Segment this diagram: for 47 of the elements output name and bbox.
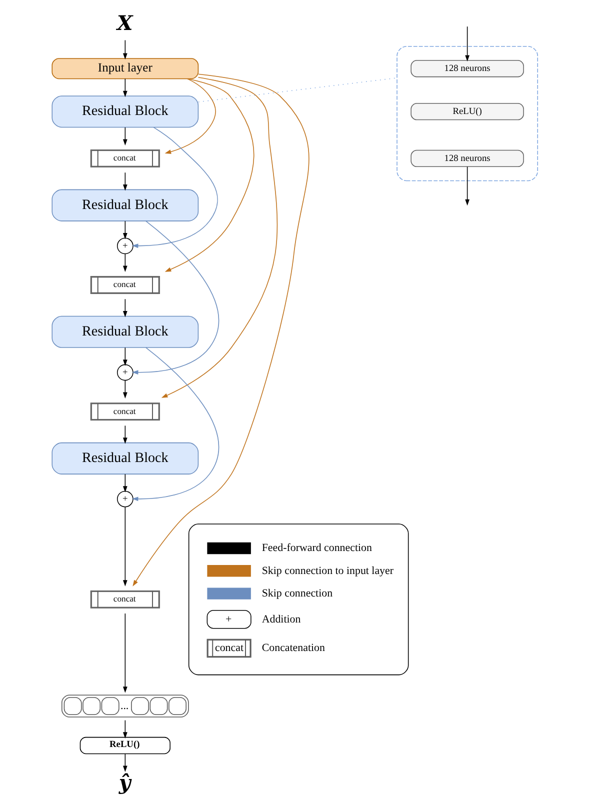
arrow: [122, 172, 127, 191]
arrow: [122, 506, 127, 586]
node-box: Residual Block: [51, 316, 198, 348]
legend-label: Skip connection: [261, 587, 332, 600]
arrow: [122, 254, 127, 272]
node-box: Input layer: [51, 58, 198, 80]
node-circle: +: [116, 364, 133, 381]
arrow: [122, 380, 127, 399]
label: +: [225, 613, 232, 626]
arrow: [131, 126, 218, 248]
arrow: [132, 74, 309, 586]
legend-label: Concatenation: [261, 642, 324, 654]
legend-label: Skip connection to input layer: [261, 564, 394, 577]
arrow: [122, 754, 127, 772]
arrow: [160, 77, 278, 398]
node-box: ReLU(): [410, 103, 524, 120]
node-box: 128 neurons: [410, 60, 524, 78]
arrow: [464, 166, 469, 206]
arrow: [122, 474, 127, 492]
node-box: ReLU(): [79, 736, 170, 754]
label: concat: [214, 642, 243, 654]
connector: [198, 78, 397, 102]
arrow: [131, 347, 218, 502]
node-text: ŷ: [118, 770, 130, 794]
legend-label: Feed-forward connection: [261, 542, 372, 554]
node-circle: +: [116, 490, 133, 508]
arrow: [164, 78, 254, 272]
legend-label: Addition: [261, 613, 300, 626]
arrow: [122, 720, 127, 738]
arrow: [122, 347, 127, 366]
node-circle: +: [116, 238, 133, 254]
node-text: X: [116, 10, 132, 35]
cluster: [396, 46, 538, 182]
node-box: Residual Block: [51, 96, 198, 128]
arrow: [122, 298, 127, 318]
arrow: [122, 127, 127, 146]
arrow: [122, 220, 127, 240]
node-box: 128 neurons: [410, 150, 524, 168]
arrow: [122, 78, 127, 98]
node-box: Residual Block: [51, 189, 198, 222]
arrow: [464, 26, 469, 62]
arrow: [122, 40, 127, 60]
arrow: [122, 425, 127, 444]
arrow: [131, 220, 218, 375]
node-box: Residual Block: [51, 442, 198, 474]
arrow: [164, 78, 216, 154]
arrow: [122, 613, 127, 693]
